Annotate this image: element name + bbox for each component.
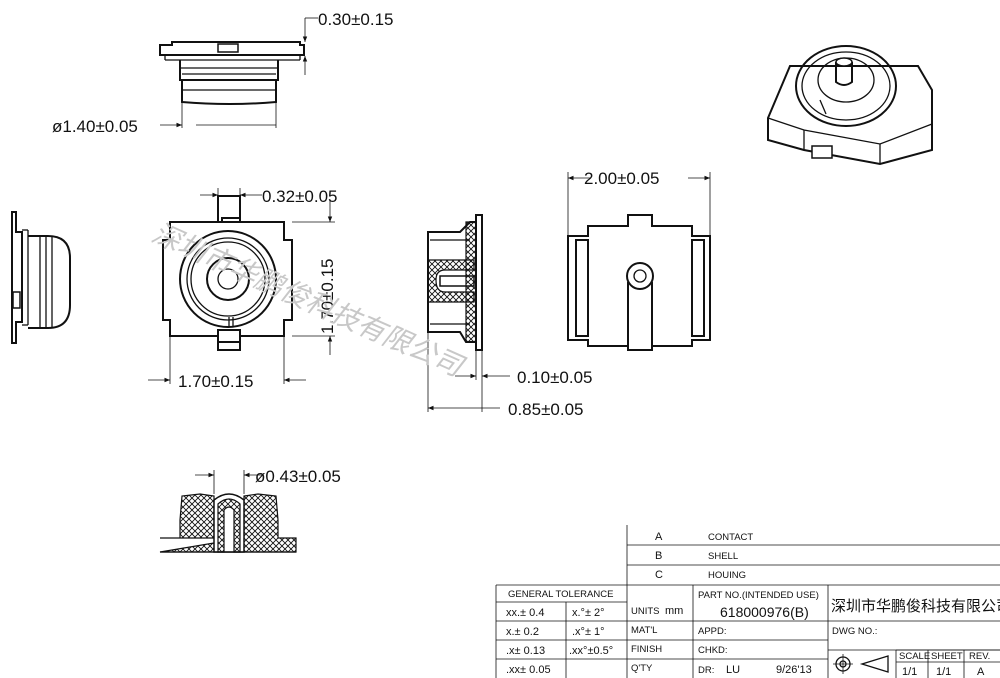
tol-linear-3: .x± 0.13: [506, 645, 545, 657]
dim-body-diameter: ø1.40±0.05: [52, 117, 138, 136]
drawing-date: 9/26'13: [776, 664, 812, 676]
dim-height-vertical: 1.70±0.15: [318, 258, 337, 334]
dim-top-thickness: 0.30±0.15: [318, 10, 394, 29]
general-tolerance-label: GENERAL TOLERANCE: [508, 589, 613, 600]
dim-pin-width: 0.32±0.05: [262, 187, 338, 206]
dim-side-depth: 0.85±0.05: [508, 400, 584, 419]
finish-label: FINISH: [631, 644, 662, 655]
isometric-view: [767, 45, 933, 166]
scale-value: 1/1: [902, 666, 917, 678]
projection-symbol-icon: [833, 654, 889, 674]
tol-angular-3: .xx°±0.5°: [569, 645, 613, 657]
title-block: GENERAL TOLERANCE xx.± 0.4 x.°± 2° x.± 0…: [495, 585, 1000, 678]
part-name-a: CONTACT: [708, 532, 753, 543]
parts-list: A CONTACT B SHELL C HOUING: [496, 525, 1000, 586]
dr-value: LU: [726, 664, 740, 676]
units-label: UNITS: [631, 606, 660, 617]
dim-back-width: 2.00±0.05: [584, 169, 660, 188]
material-label: MAT'L: [631, 625, 657, 636]
part-id-b: B: [655, 550, 662, 562]
tol-linear-4: .xx± 0.05: [506, 664, 551, 676]
part-no-value: 618000976(B): [720, 604, 809, 620]
sheet-label: SHEET: [931, 651, 963, 662]
front-view: 0.32±0.05 1.70±0.15 1.70±0.15: [148, 187, 338, 391]
sheet-value: 1/1: [936, 666, 951, 678]
dr-label: DR:: [698, 665, 714, 676]
section-view-bottom: ø0.43±0.05: [159, 467, 341, 553]
dim-center-pin-diameter: ø0.43±0.05: [255, 467, 341, 486]
chkd-label: CHKD:: [698, 645, 728, 656]
part-no-label: PART NO.(INTENDED USE): [698, 590, 819, 601]
part-id-a: A: [655, 531, 663, 543]
side-view-top: 0.30±0.15 ø1.40±0.05: [52, 10, 394, 136]
company-name: 深圳市华鹏俊科技有限公司: [831, 597, 1000, 615]
dim-side-wall: 0.10±0.05: [517, 368, 593, 387]
tol-angular-2: .x°± 1°: [572, 626, 605, 638]
back-view: 2.00±0.05: [567, 169, 711, 351]
rev-label: REV.: [969, 651, 990, 662]
qty-label: Q'TY: [631, 663, 653, 674]
part-id-c: C: [655, 569, 663, 581]
dim-width-horizontal: 1.70±0.15: [178, 372, 254, 391]
dwg-no-label: DWG NO.:: [832, 626, 877, 637]
units-value: mm: [665, 605, 683, 617]
appd-label: APPD:: [698, 626, 727, 637]
scale-label: SCALE: [899, 651, 930, 662]
tol-linear-2: x.± 0.2: [506, 626, 539, 638]
tol-angular-1: x.°± 2°: [572, 607, 605, 619]
side-view-left: [11, 211, 71, 344]
tol-linear-1: xx.± 0.4: [506, 607, 544, 619]
rev-value: A: [977, 666, 985, 678]
watermark-text: 深圳市华鹏俊科技有限公司: [147, 216, 470, 384]
part-name-b: SHELL: [708, 551, 738, 562]
section-view-side: 0.10±0.05 0.85±0.05: [427, 214, 593, 419]
part-name-c: HOUING: [708, 570, 746, 581]
